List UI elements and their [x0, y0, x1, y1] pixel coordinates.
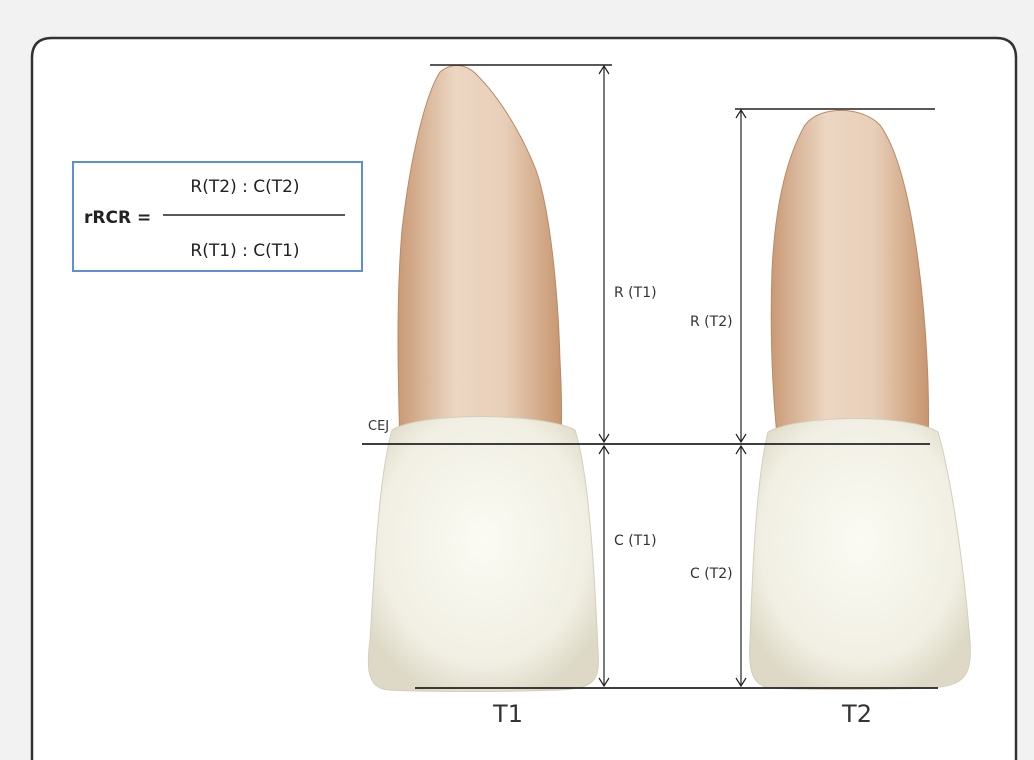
t2-crown-label: C (T2)	[690, 566, 733, 582]
tooth-t2-label: T2	[841, 700, 872, 728]
t1-crown-label: C (T1)	[614, 533, 657, 549]
tooth-t1-label: T1	[492, 700, 523, 728]
tooth-t2-crown	[750, 419, 971, 690]
cej-label: CEJ	[368, 419, 389, 434]
formula-numerator: R(T2) : C(T2)	[190, 177, 299, 197]
tooth-t1-crown	[368, 417, 598, 692]
formula-lhs: rRCR =	[84, 208, 151, 228]
t1-root-label: R (T1)	[614, 285, 657, 301]
formula-denominator: R(T1) : C(T1)	[190, 241, 299, 261]
t2-root-label: R (T2)	[690, 314, 733, 330]
formula-box: rRCR = R(T2) : C(T2) R(T1) : C(T1)	[73, 162, 362, 271]
